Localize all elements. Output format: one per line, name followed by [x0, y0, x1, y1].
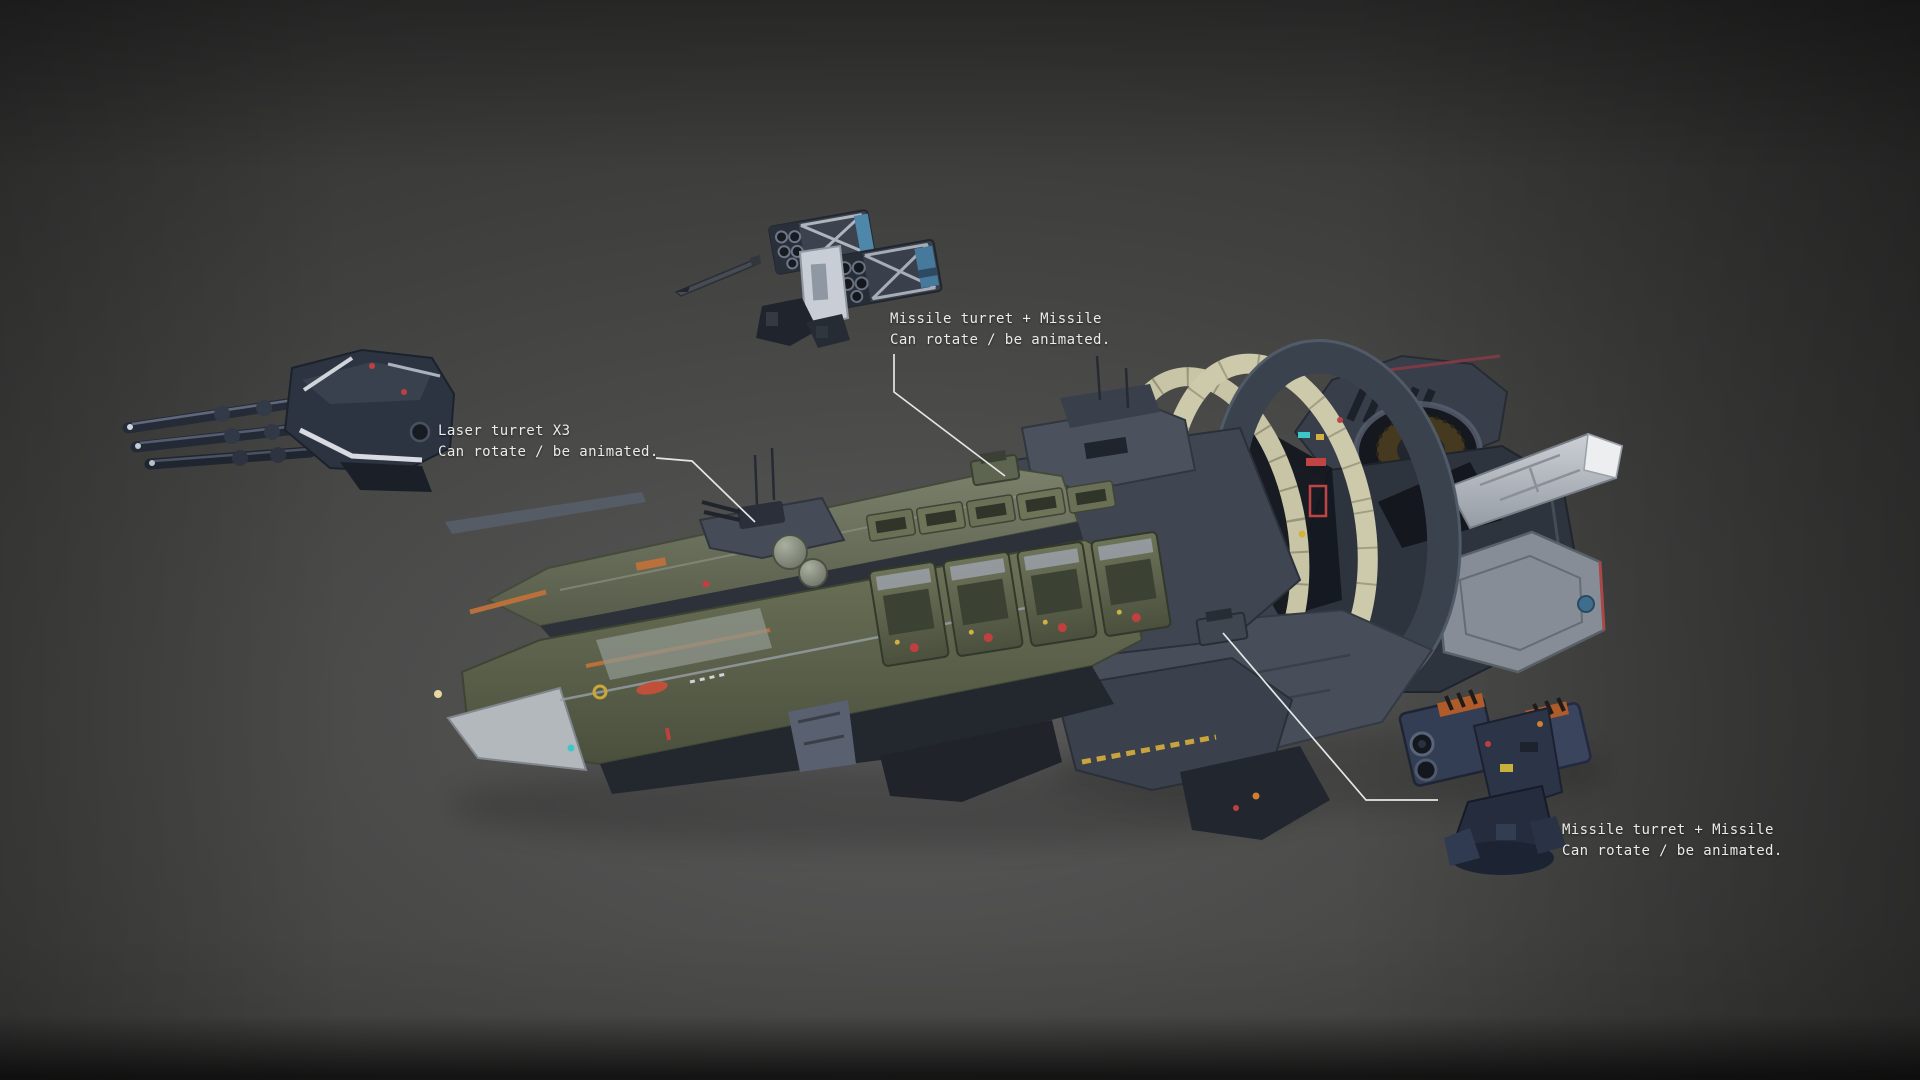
deck-laser-turret [698, 447, 846, 560]
missile-turret-model-bottom [1398, 689, 1592, 875]
leader-line-missile-bottom [1222, 632, 1438, 801]
annotation-line-1: Laser turret X3 [438, 423, 571, 439]
leader-lines [655, 354, 1438, 801]
annotation-line-2: Can rotate / be animated. [438, 444, 659, 460]
dome-tank [798, 558, 828, 588]
missile-turret-model-top [674, 209, 943, 348]
superstructure [1020, 355, 1197, 494]
annotation-line-2: Can rotate / be animated. [1562, 843, 1783, 859]
laser-turret-model [122, 348, 456, 492]
launcher-box-left [1398, 689, 1500, 787]
annotation-line-1: Missile turret + Missile [890, 311, 1102, 327]
dome-tank [772, 534, 808, 570]
turret-base [1444, 784, 1566, 875]
keel-fin [880, 720, 1062, 802]
annotation-line-1: Missile turret + Missile [1562, 822, 1774, 838]
annotation-line-2: Can rotate / be animated. [890, 332, 1111, 348]
armor-module-row-lower [868, 531, 1172, 667]
laser-turret-barrels [122, 396, 316, 470]
armor-module-row-upper [865, 480, 1117, 542]
leader-line-missile-top [893, 354, 1006, 477]
annotation-missile-turret-top: Missile turret + Missile Can rotate / be… [890, 309, 1111, 351]
turret-pedestal [756, 244, 850, 348]
deck-missile-turret-bottom [1195, 608, 1249, 647]
deck-missile-turret-top [969, 450, 1021, 487]
stern-hex-plate [1434, 530, 1606, 674]
annotation-missile-turret-bottom: Missile turret + Missile Can rotate / be… [1562, 820, 1783, 862]
stern-boom [1446, 432, 1624, 530]
battlecruiser-model [434, 338, 1624, 847]
missile-model [674, 255, 761, 297]
annotation-laser-turret: Laser turret X3 Can rotate / be animated… [438, 421, 659, 463]
laser-turret-body [283, 348, 456, 492]
leader-line-laser [655, 457, 756, 523]
